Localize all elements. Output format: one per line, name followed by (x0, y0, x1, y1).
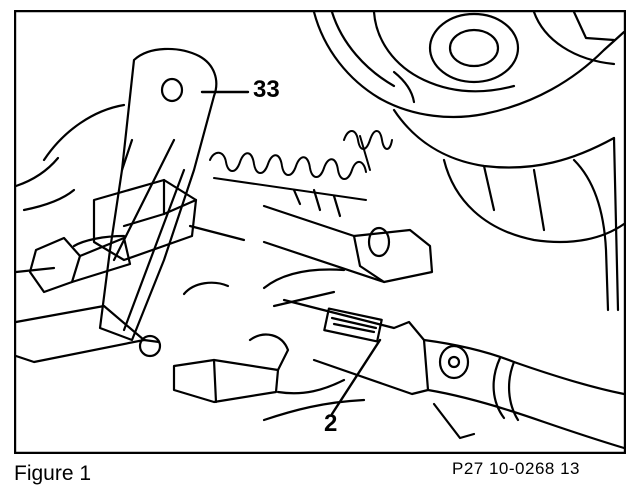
left-casting (14, 103, 126, 274)
detent-spring (343, 130, 393, 171)
figure-caption: Figure 1 (14, 462, 92, 485)
selector-lever (172, 333, 366, 422)
reference-code: P27 10-0268 13 (452, 459, 580, 478)
mounting-block (92, 178, 246, 262)
cable-adjuster (323, 307, 383, 343)
callout-label-2: 2 (324, 410, 338, 437)
linkage-illustration (14, 10, 626, 454)
lower-linkage (14, 268, 346, 364)
bracket-33 (98, 47, 218, 342)
shift-rod (262, 188, 434, 284)
bracket-hole (160, 77, 184, 103)
shift-cable (282, 298, 626, 450)
return-spring (209, 151, 367, 201)
cable-end-fitting (438, 344, 470, 380)
mounting-bolt (28, 236, 132, 294)
transmission-housing (312, 10, 626, 312)
callout-label-33: 33 (253, 76, 280, 103)
figure-frame (14, 10, 626, 454)
leader-line-2 (330, 338, 382, 416)
